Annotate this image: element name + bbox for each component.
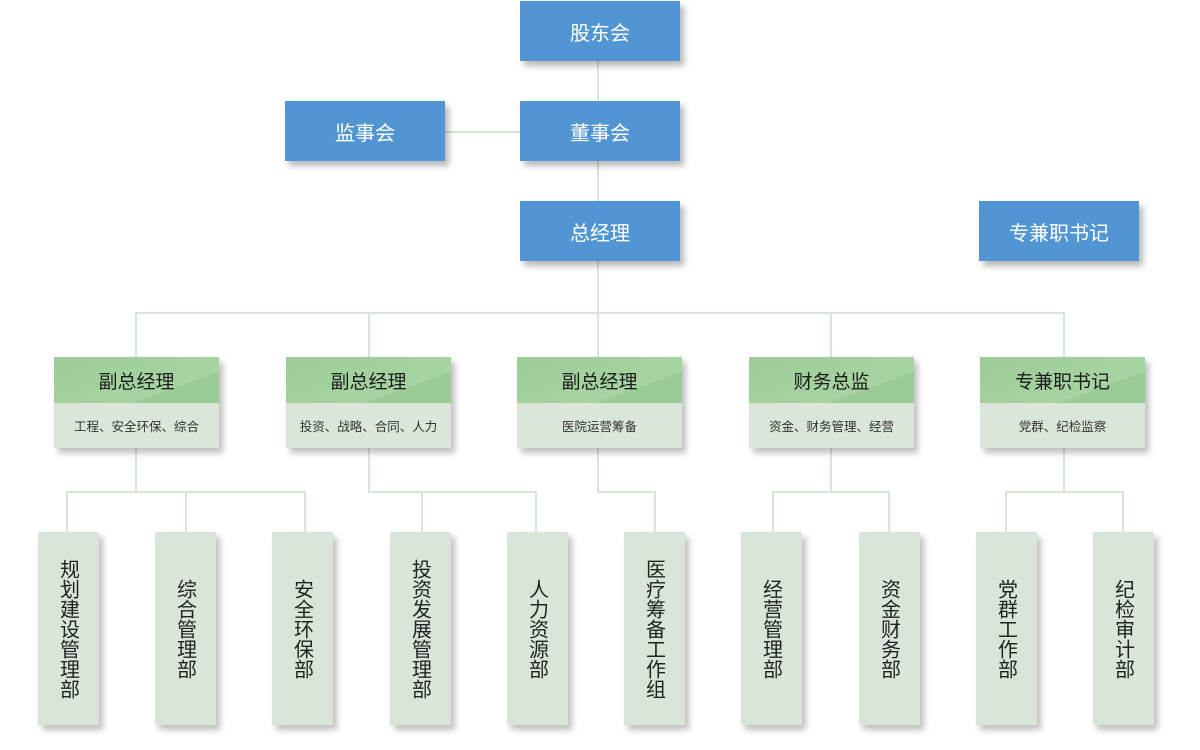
node-label: 董事会 [570,120,630,145]
connector-dept-4 [421,491,423,532]
exec-title: 副总经理 [517,357,682,403]
connector-exec-3 [597,312,599,357]
dept-label: 投资发展管理部 [408,558,433,699]
connector-shareholders-board [597,61,599,101]
exec-scope: 工程、安全环保、综合 [54,403,219,448]
dept-label: 综合管理部 [173,578,198,679]
connector-supervisors-board [445,131,520,133]
connector-exec5-down [1063,448,1065,492]
node-general-manager: 总经理 [520,201,680,261]
connector-exec-5 [1063,312,1065,357]
connector-exec3-down [597,448,599,492]
dept-box-4: 投资发展管理部 [390,532,451,725]
dept-box-9: 党群工作部 [976,532,1037,725]
exec-title: 专兼职书记 [980,357,1145,403]
connector-board-gm [597,161,599,201]
dept-box-1: 规划建设管理部 [38,532,99,725]
exec-card-1: 副总经理 工程、安全环保、综合 [54,357,219,448]
exec-card-3: 副总经理 医院运营筹备 [517,357,682,448]
exec-card-5: 专兼职书记 党群、纪检监察 [980,357,1145,448]
node-party-secretary-top: 专兼职书记 [979,201,1139,261]
exec-card-4: 财务总监 资金、财务管理、经营 [749,357,914,448]
connector-exec-1 [135,312,137,357]
dept-box-6: 医疗筹备工作组 [624,532,685,725]
dept-label: 纪检审计部 [1111,578,1136,679]
node-label: 股东会 [570,20,630,45]
connector-exec4-down [830,448,832,492]
dept-box-3: 安全环保部 [272,532,333,725]
connector-dept-6 [654,491,656,532]
dept-box-10: 纪检审计部 [1093,532,1154,725]
dept-label: 安全环保部 [290,578,315,679]
connector-dept-10 [1122,491,1124,532]
exec-title: 副总经理 [54,357,219,403]
node-label: 监事会 [335,120,395,145]
dept-box-5: 人力资源部 [507,532,568,725]
dept-label: 规划建设管理部 [56,558,81,699]
node-board: 董事会 [520,101,680,161]
dept-label: 人力资源部 [525,578,550,679]
node-label: 专兼职书记 [1009,220,1109,245]
dept-box-8: 资金财务部 [859,532,920,725]
connector-exec3-bus [597,491,656,493]
connector-dept-2 [185,491,187,532]
dept-label: 经营管理部 [759,578,784,679]
connector-exec1-down [135,448,137,492]
connector-exec-bus [135,312,1065,314]
connector-gm-bus [597,261,599,313]
exec-scope: 医院运营筹备 [517,403,682,448]
node-supervisors: 监事会 [285,101,445,161]
connector-exec2-bus [368,491,537,493]
dept-box-7: 经营管理部 [741,532,802,725]
connector-dept-7 [772,491,774,532]
connector-exec2-down [368,448,370,492]
connector-exec-4 [830,312,832,357]
exec-title: 副总经理 [286,357,451,403]
connector-dept-8 [888,491,890,532]
exec-scope: 投资、战略、合同、人力 [286,403,451,448]
connector-dept-3 [304,491,306,532]
exec-card-2: 副总经理 投资、战略、合同、人力 [286,357,451,448]
exec-scope: 党群、纪检监察 [980,403,1145,448]
dept-label: 党群工作部 [994,578,1019,679]
dept-label: 医疗筹备工作组 [642,558,667,699]
connector-dept-5 [535,491,537,532]
dept-box-2: 综合管理部 [155,532,216,725]
exec-title: 财务总监 [749,357,914,403]
dept-label: 资金财务部 [877,578,902,679]
node-shareholders: 股东会 [520,1,680,61]
connector-dept-1 [66,491,68,532]
connector-exec4-bus [772,491,890,493]
exec-scope: 资金、财务管理、经营 [749,403,914,448]
connector-exec-2 [368,312,370,357]
connector-exec5-bus [1005,491,1124,493]
node-label: 总经理 [570,220,630,245]
connector-dept-9 [1005,491,1007,532]
